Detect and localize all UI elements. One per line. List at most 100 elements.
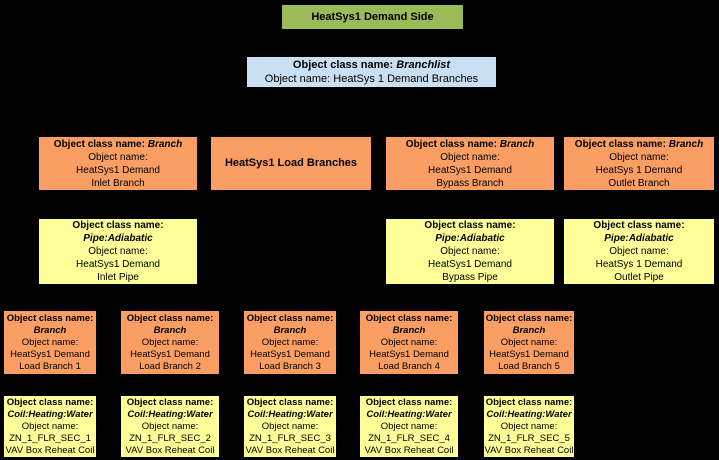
object-name-line2: Load Branch 5 <box>498 360 560 372</box>
object-name-line1: HeatSys1 Demand <box>250 348 330 360</box>
object-class-label: Object class name: <box>126 312 214 324</box>
object-name-line2: VAV Box Reheat Coil <box>5 444 95 456</box>
object-class-line: Object class name: Branch <box>564 138 714 151</box>
object-name-line1: HeatSys1 Demand <box>130 348 210 360</box>
object-name-line1: HeatSys 1 Demand <box>595 164 683 176</box>
object-class-value: Branch <box>33 324 67 336</box>
object-name-line2: Load Branch 4 <box>378 360 440 372</box>
object-name-line2: Inlet Pipe <box>97 272 139 283</box>
object-class-value: Branch <box>392 324 426 336</box>
object-name-label: Object name: <box>141 420 199 432</box>
object-class-label: Object class name: <box>365 396 453 408</box>
object-class-label: Object class name: <box>126 396 214 408</box>
load-branches-title: HeatSys1 Load Branches <box>224 157 358 169</box>
object-class-value: Branch <box>512 324 546 336</box>
object-name-line1: ZN_1_FLR_SEC_4 <box>368 432 450 444</box>
object-name-line2: VAV Box Reheat Coil <box>484 444 574 456</box>
object-class-value: Coil:Heating:Water <box>7 408 93 420</box>
object-class-value: Coil:Heating:Water <box>127 408 213 420</box>
object-class-value: Branch <box>499 138 535 150</box>
object-class-value: Coil:Heating:Water <box>366 408 452 420</box>
object-name-label: Object name: <box>380 336 438 348</box>
object-name-line2: VAV Box Reheat Coil <box>125 444 215 456</box>
object-name-line1: ZN_1_FLR_SEC_1 <box>9 432 91 444</box>
root-node-title: HeatSys1 Demand Side <box>311 10 434 23</box>
object-class-label: Object class name: <box>72 220 164 231</box>
load-branch-3-node: Object class name: Branch Object name: H… <box>243 310 337 375</box>
reheat-coil-1-node: Object class name: Coil:Heating:Water Ob… <box>3 395 97 458</box>
branchlist-node: Object class name: Branchlist Object nam… <box>246 56 497 88</box>
load-branch-4-node: Object class name: Branch Object name: H… <box>359 310 459 375</box>
object-class-value: Branchlist <box>396 59 451 71</box>
object-name-label: Object name: <box>609 246 669 257</box>
inlet-pipe-node: Object class name: Pipe:Adiabatic Object… <box>38 218 198 285</box>
object-class-label: Object class name: <box>6 312 94 324</box>
object-class-value: Branch <box>668 138 704 150</box>
object-name-line2: Outlet Pipe <box>614 272 664 283</box>
object-class-line: Object class name: Branch <box>386 138 554 151</box>
object-class-value: Pipe:Adiabatic <box>435 233 505 244</box>
object-name-label: Object name: <box>261 420 319 432</box>
load-branch-2-node: Object class name: Branch Object name: H… <box>120 310 220 375</box>
object-class-label: Object class name: <box>485 396 573 408</box>
object-name-line1: HeatSys1 Demand <box>369 348 449 360</box>
object-name-label: Object name: <box>141 336 199 348</box>
object-name-label: Object name: <box>500 336 558 348</box>
bypass-branch-node: Object class name: Branch Object name: H… <box>385 136 555 191</box>
object-class-label: Object class name: <box>365 312 453 324</box>
load-branch-5-node: Object class name: Branch Object name: H… <box>483 310 575 375</box>
object-class-line: Object class name: Branch <box>39 138 197 151</box>
reheat-coil-2-node: Object class name: Coil:Heating:Water Ob… <box>120 395 220 458</box>
object-name-line2: Load Branch 3 <box>259 360 321 372</box>
object-class-value: Branch <box>273 324 307 336</box>
object-name-line2: Bypass Pipe <box>442 272 498 283</box>
object-name-line1: HeatSys 1 Demand <box>595 259 683 270</box>
object-class-label: Object class name: <box>424 220 516 231</box>
root-node-heatsys1-demand-side: HeatSys1 Demand Side <box>281 4 464 30</box>
reheat-coil-4-node: Object class name: Coil:Heating:Water Ob… <box>359 395 459 458</box>
object-class-value: Pipe:Adiabatic <box>83 233 153 244</box>
object-class-label: Object class name: <box>246 312 334 324</box>
object-class-label: Object class name: <box>593 220 685 231</box>
object-name-line2: Bypass Branch <box>436 177 504 189</box>
reheat-coil-5-node: Object class name: Coil:Heating:Water Ob… <box>483 395 575 458</box>
object-name-line1: ZN_1_FLR_SEC_2 <box>129 432 211 444</box>
object-name-line2: Load Branch 1 <box>19 360 81 372</box>
outlet-branch-node: Object class name: Branch Object name: H… <box>563 136 715 191</box>
object-name-label: Object name: <box>261 336 319 348</box>
object-name-line2: Inlet Branch <box>91 177 145 189</box>
inlet-branch-node: Object class name: Branch Object name: H… <box>38 136 198 191</box>
object-name-line2: Load Branch 2 <box>139 360 201 372</box>
object-name-label: Object name: <box>440 246 500 257</box>
object-name-label: Object name: <box>21 420 79 432</box>
object-name-line1: ZN_1_FLR_SEC_3 <box>249 432 331 444</box>
object-class-value: Coil:Heating:Water <box>486 408 572 420</box>
object-name-label: Object name: <box>500 420 558 432</box>
object-name-line2: VAV Box Reheat Coil <box>245 444 335 456</box>
load-branch-1-node: Object class name: Branch Object name: H… <box>3 310 97 375</box>
object-class-label: Object class name: <box>53 138 145 150</box>
object-name-label: Object name: <box>380 420 438 432</box>
object-name-line1: HeatSys1 Demand <box>76 259 160 270</box>
object-name-line1: HeatSys1 Demand <box>428 259 512 270</box>
object-class-value: Pipe:Adiabatic <box>604 233 674 244</box>
object-class-label: Object class name: <box>574 138 666 150</box>
branchlist-name-line: Object name: HeatSys 1 Demand Branches <box>264 73 479 85</box>
object-name-line1: HeatSys1 Demand <box>489 348 569 360</box>
object-class-label: Object class name: <box>246 396 334 408</box>
object-name-label: Object name: <box>88 246 148 257</box>
bypass-pipe-node: Object class name: Pipe:Adiabatic Object… <box>385 218 555 285</box>
object-name-label: Object name: <box>88 151 148 163</box>
branchlist-class-line: Object class name: Branchlist <box>247 58 496 72</box>
object-name-label: Object name: <box>440 151 500 163</box>
outlet-pipe-node: Object class name: Pipe:Adiabatic Object… <box>563 218 715 285</box>
object-name-label: Object name: <box>21 336 79 348</box>
load-branches-node: HeatSys1 Load Branches <box>210 136 372 191</box>
object-class-label: Object class name: <box>6 396 94 408</box>
reheat-coil-3-node: Object class name: Coil:Heating:Water Ob… <box>243 395 337 458</box>
object-name-line1: ZN_1_FLR_SEC_5 <box>488 432 570 444</box>
object-class-label: Object class name: <box>405 138 497 150</box>
object-class-label: Object class name: <box>485 312 573 324</box>
object-class-value: Branch <box>153 324 187 336</box>
